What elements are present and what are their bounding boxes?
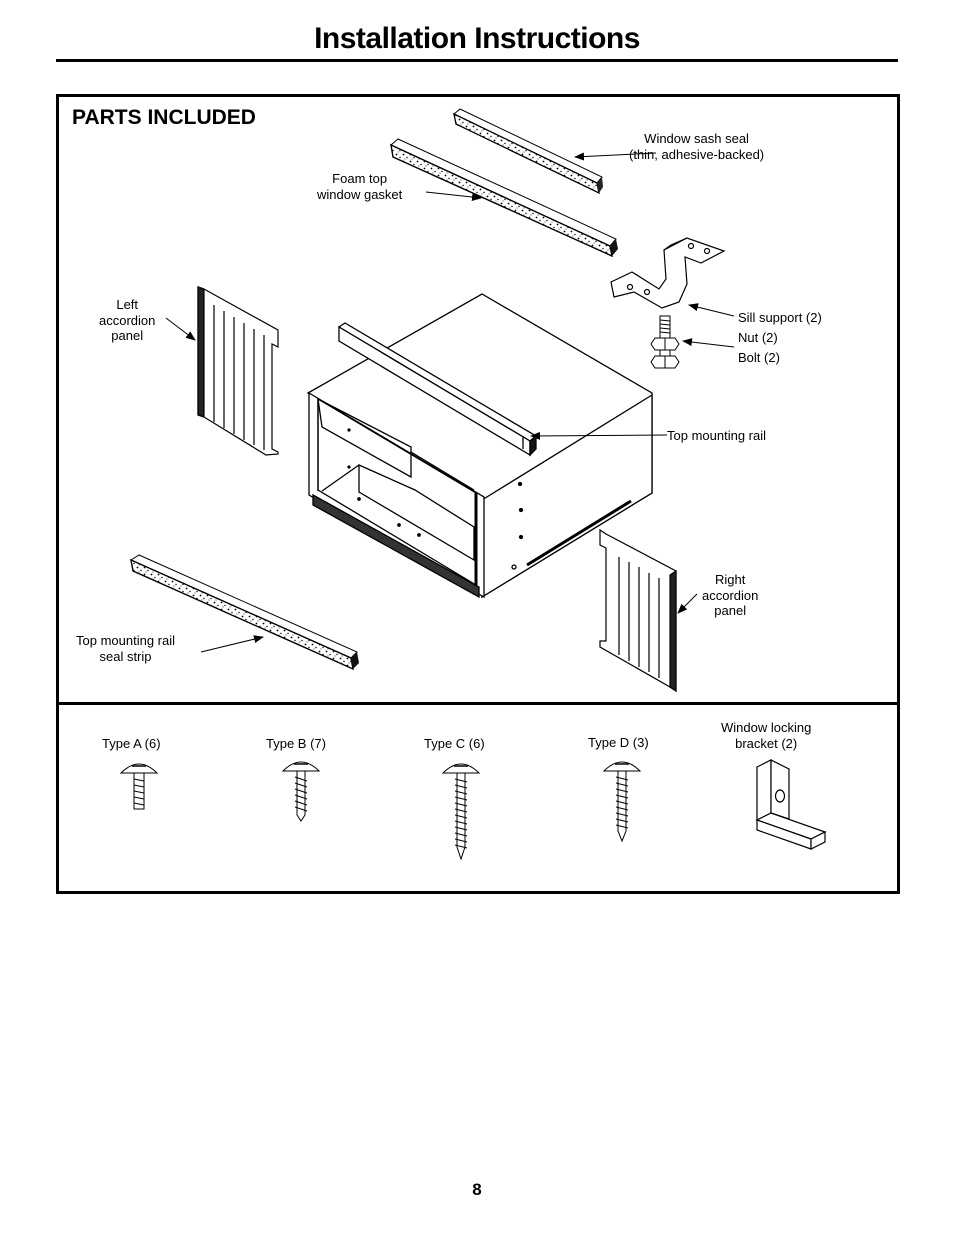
- left-accordion-panel-icon: [197, 286, 279, 456]
- label-bolt: Bolt (2): [738, 350, 780, 365]
- foam-top-gasket-icon: [390, 138, 618, 258]
- label-type-d: Type D (3): [588, 735, 649, 750]
- label-left-accordion-panel: Left accordion panel: [99, 297, 156, 343]
- label-type-c: Type C (6): [424, 736, 485, 751]
- page-number: 8: [472, 1180, 482, 1199]
- parts-included-box: PARTS INCLUDED Window sash seal (thin, a…: [56, 94, 900, 894]
- label-sill-support: Sill support (2): [738, 310, 822, 325]
- section-heading: PARTS INCLUDED: [72, 106, 256, 129]
- label-top-mounting-rail: Top mounting rail: [667, 428, 766, 443]
- screw-type-d-icon: [602, 761, 642, 843]
- screw-type-a-icon: [119, 763, 159, 810]
- nut-and-bolt-icon: [650, 315, 680, 369]
- label-type-a: Type A (6): [102, 736, 161, 751]
- page-title: Installation Instructions: [314, 22, 640, 55]
- window-sash-seal-icon: [453, 108, 603, 195]
- sill-support-icon: [610, 237, 726, 309]
- top-mounting-rail-icon: [337, 322, 538, 457]
- label-top-mounting-rail-seal-strip: Top mounting rail seal strip: [76, 633, 175, 664]
- title-rule: [56, 59, 898, 62]
- screw-type-b-icon: [281, 761, 321, 822]
- right-accordion-panel-icon: [599, 528, 677, 693]
- label-window-locking-bracket: Window locking bracket (2): [721, 720, 812, 751]
- label-type-b: Type B (7): [266, 736, 326, 751]
- label-window-sash-seal: Window sash seal (thin, adhesive-backed): [629, 131, 765, 162]
- screw-type-c-icon: [441, 763, 481, 861]
- label-nut: Nut (2): [738, 330, 778, 345]
- section-divider: [59, 702, 897, 705]
- parts-illustration: [119, 108, 827, 861]
- label-foam-top-gasket: Foam top window gasket: [317, 171, 403, 202]
- window-locking-bracket-icon: [755, 759, 827, 850]
- top-mounting-rail-seal-strip-icon: [129, 554, 359, 671]
- label-right-accordion-panel: Right accordion panel: [702, 572, 759, 618]
